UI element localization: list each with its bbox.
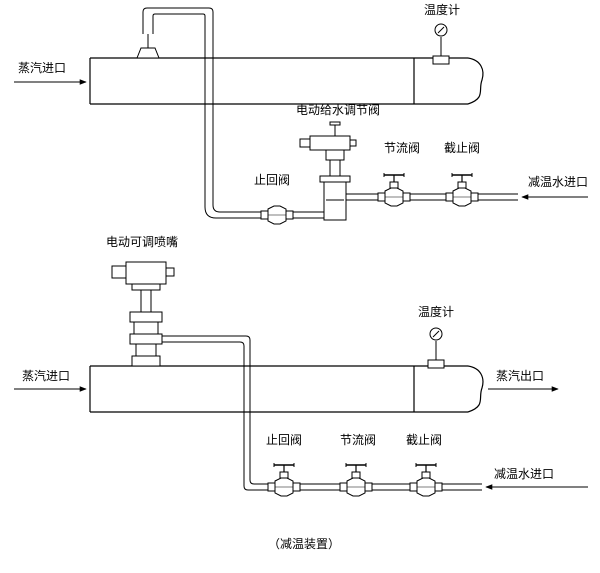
bottom-stop-valve-icon xyxy=(410,463,442,496)
top-electric-valve-icon xyxy=(299,121,357,221)
bottom-check-valve-icon xyxy=(268,463,300,496)
bottom-throttle-valve-icon xyxy=(340,463,372,496)
top-check-valve-label: 止回阀 xyxy=(254,173,290,187)
top-throttle-valve-icon xyxy=(378,173,410,206)
bottom-nozzle-icon xyxy=(111,261,175,367)
top-stop-valve-icon xyxy=(446,173,478,206)
top-assembly: 蒸汽进口 温度计 止回阀 xyxy=(14,2,588,225)
bottom-water-inlet-label: 减温水进口 xyxy=(494,467,554,481)
top-electric-valve-label: 电动给水调节阀 xyxy=(296,103,380,117)
bottom-check-valve-label: 止回阀 xyxy=(266,433,302,447)
bottom-thermometer-icon xyxy=(427,327,445,369)
bottom-main-pipe xyxy=(89,365,484,413)
bottom-throttle-valve-label: 节流阀 xyxy=(340,433,376,447)
bottom-thermometer-label: 温度计 xyxy=(418,304,454,319)
top-main-pipe xyxy=(89,57,484,105)
top-thermometer-label: 温度计 xyxy=(424,2,460,17)
top-nozzle-connection xyxy=(136,7,262,219)
top-check-valve-icon xyxy=(260,205,294,225)
top-stop-valve-label: 截止阀 xyxy=(444,141,480,155)
bottom-steam-inlet-label: 蒸汽进口 xyxy=(22,368,70,383)
bottom-stop-valve-label: 截止阀 xyxy=(406,433,442,447)
top-water-inlet-label: 减温水进口 xyxy=(528,175,588,189)
top-water-pipe xyxy=(293,193,518,219)
top-thermometer-icon xyxy=(432,23,450,65)
bottom-water-pipe xyxy=(162,335,482,491)
top-steam-inlet-label: 蒸汽进口 xyxy=(18,60,66,75)
bottom-steam-outlet-label: 蒸汽出口 xyxy=(496,368,544,383)
bottom-assembly: 蒸汽进口 蒸汽出口 电动可调喷嘴 温度计 xyxy=(14,235,588,496)
bottom-nozzle-label: 电动可调喷嘴 xyxy=(106,235,178,249)
diagram-caption: （减温装置） xyxy=(268,537,340,551)
top-throttle-valve-label: 节流阀 xyxy=(384,141,420,155)
